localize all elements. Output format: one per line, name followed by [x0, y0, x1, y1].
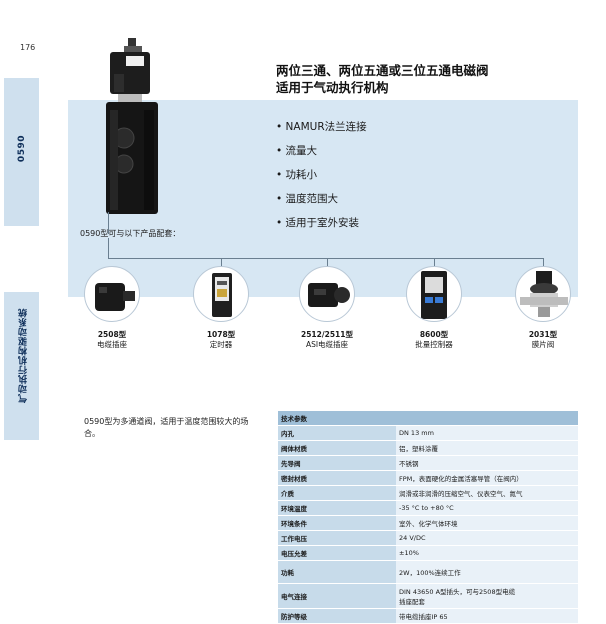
connector-line	[108, 238, 109, 258]
side-tab-category-label: 气动执行机构驱动系统	[19, 308, 29, 403]
table-row: 环境温度 -35 °C to +80 °C	[278, 500, 578, 516]
table-row: 环境条件 室外、化学气体环境	[278, 515, 578, 531]
spec-value: 润滑或非润滑的压缩空气、仪表空气、氮气	[396, 485, 578, 501]
diaphragm-valve-icon	[520, 271, 568, 317]
spec-value: 2W，100%连续工作	[396, 560, 578, 584]
intro-text: 0590型为多通道阀，适用于温度范围较大的场合。	[84, 417, 249, 438]
accessory-desc: 膜片阀	[531, 340, 555, 349]
accessory-desc: 电缆插座	[97, 340, 127, 349]
accessory-label: 2031型 膜片阀	[503, 330, 583, 350]
accessory-desc: ASI电缆插座	[305, 340, 349, 349]
connector-line	[327, 258, 328, 266]
accessory-image-2512	[299, 266, 355, 322]
accessory-model: 8600型	[419, 330, 449, 339]
spec-param: 工作电压	[278, 530, 396, 546]
page-title: 两位三通、两位五通或三位五通电磁阀 适用于气动执行机构	[276, 62, 489, 96]
connector-line	[108, 212, 109, 234]
spec-param: 环境温度	[278, 500, 396, 516]
accessory-label: 1078型 定时器	[181, 330, 261, 350]
spec-value: ±10%	[396, 545, 578, 561]
side-tab-category	[4, 292, 39, 440]
spec-param: 阀体材质	[278, 440, 396, 456]
accessory-model: 2512/2511型	[301, 330, 353, 339]
spec-value: DIN 43650 A型插头，可与2508型电缆 插座配套	[396, 583, 578, 609]
connector-line	[434, 258, 435, 266]
timer-icon	[212, 273, 232, 317]
spec-value: 24 V/DC	[396, 530, 578, 546]
accessory-desc: 批量控制器	[415, 340, 453, 349]
accessory-note: 0590型可与以下产品配套：	[80, 229, 181, 238]
table-row: 工作电压 24 V/DC	[278, 530, 578, 546]
feature-list: NAMUR法兰连接 流量大 功耗小 温度范围大 适用于室外安装	[276, 115, 367, 235]
connector-line	[221, 258, 222, 266]
accessory-image-2508	[84, 266, 140, 322]
solenoid-valve-image	[106, 38, 158, 214]
spec-value: DN 13 mm	[396, 425, 578, 441]
feature-item: 功耗小	[276, 163, 367, 187]
table-row: 功耗 2W，100%连续工作	[278, 560, 578, 584]
table-row: 防护等级 带电缆插座IP 65	[278, 608, 578, 624]
table-row: 阀体材质 铝，塑料涂覆	[278, 440, 578, 456]
spec-param: 密封材质	[278, 470, 396, 486]
spec-param: 电压允差	[278, 545, 396, 561]
side-tab-code	[4, 78, 39, 226]
spec-header: 技术参数	[278, 411, 578, 426]
title-line-2: 适用于气动执行机构	[276, 80, 389, 95]
table-row: 密封材质 FPM，表面硬化的金属活塞导管（在阀内）	[278, 470, 578, 486]
page-number: 176	[20, 43, 36, 52]
accessory-label: 2512/2511型 ASI电缆插座	[287, 330, 367, 350]
accessory-desc: 定时器	[209, 340, 233, 349]
spec-value: FPM，表面硬化的金属活塞导管（在阀内）	[396, 470, 578, 486]
cable-plug-icon	[95, 283, 135, 311]
accessory-image-8600	[406, 266, 462, 322]
side-tab-code-label: 0590	[17, 135, 27, 163]
table-row: 介质 润滑或非润滑的压缩空气、仪表空气、氮气	[278, 485, 578, 501]
feature-item: 流量大	[276, 139, 367, 163]
feature-item: NAMUR法兰连接	[276, 115, 367, 139]
connector-line	[108, 258, 544, 259]
accessory-image-1078	[193, 266, 249, 322]
table-row: 电气连接 DIN 43650 A型插头，可与2508型电缆 插座配套	[278, 583, 578, 609]
table-row: 电压允差 ±10%	[278, 545, 578, 561]
spec-value: 带电缆插座IP 65	[396, 608, 578, 624]
spec-param: 功耗	[278, 560, 396, 584]
feature-item: 适用于室外安装	[276, 211, 367, 235]
accessory-label: 8600型 批量控制器	[394, 330, 474, 350]
table-row: 内孔 DN 13 mm	[278, 425, 578, 441]
title-line-1: 两位三通、两位五通或三位五通电磁阀	[276, 63, 489, 78]
connector-line	[543, 258, 544, 266]
accessory-model: 2031型	[528, 330, 558, 339]
spec-param: 电气连接	[278, 583, 396, 609]
accessory-model: 1078型	[206, 330, 236, 339]
spec-header-row: 技术参数	[278, 411, 578, 426]
spec-value: 不锈钢	[396, 455, 578, 471]
accessory-model: 2508型	[97, 330, 127, 339]
spec-param: 先导阀	[278, 455, 396, 471]
spec-value: 室外、化学气体环境	[396, 515, 578, 531]
accessory-label: 2508型 电缆插座	[72, 330, 152, 350]
feature-item: 温度范围大	[276, 187, 367, 211]
table-row: 先导阀 不锈钢	[278, 455, 578, 471]
batch-controller-icon	[421, 271, 447, 319]
spec-param: 介质	[278, 485, 396, 501]
accessory-image-2031	[515, 266, 571, 322]
spec-value: -35 °C to +80 °C	[396, 500, 578, 516]
spec-table: 技术参数 内孔 DN 13 mm 阀体材质 铝，塑料涂覆 先导阀 不锈钢 密封材…	[278, 411, 578, 624]
spec-param: 内孔	[278, 425, 396, 441]
spec-param: 环境条件	[278, 515, 396, 531]
spec-value: 铝，塑料涂覆	[396, 440, 578, 456]
spec-param: 防护等级	[278, 608, 396, 624]
asi-cable-plug-icon	[308, 283, 350, 307]
